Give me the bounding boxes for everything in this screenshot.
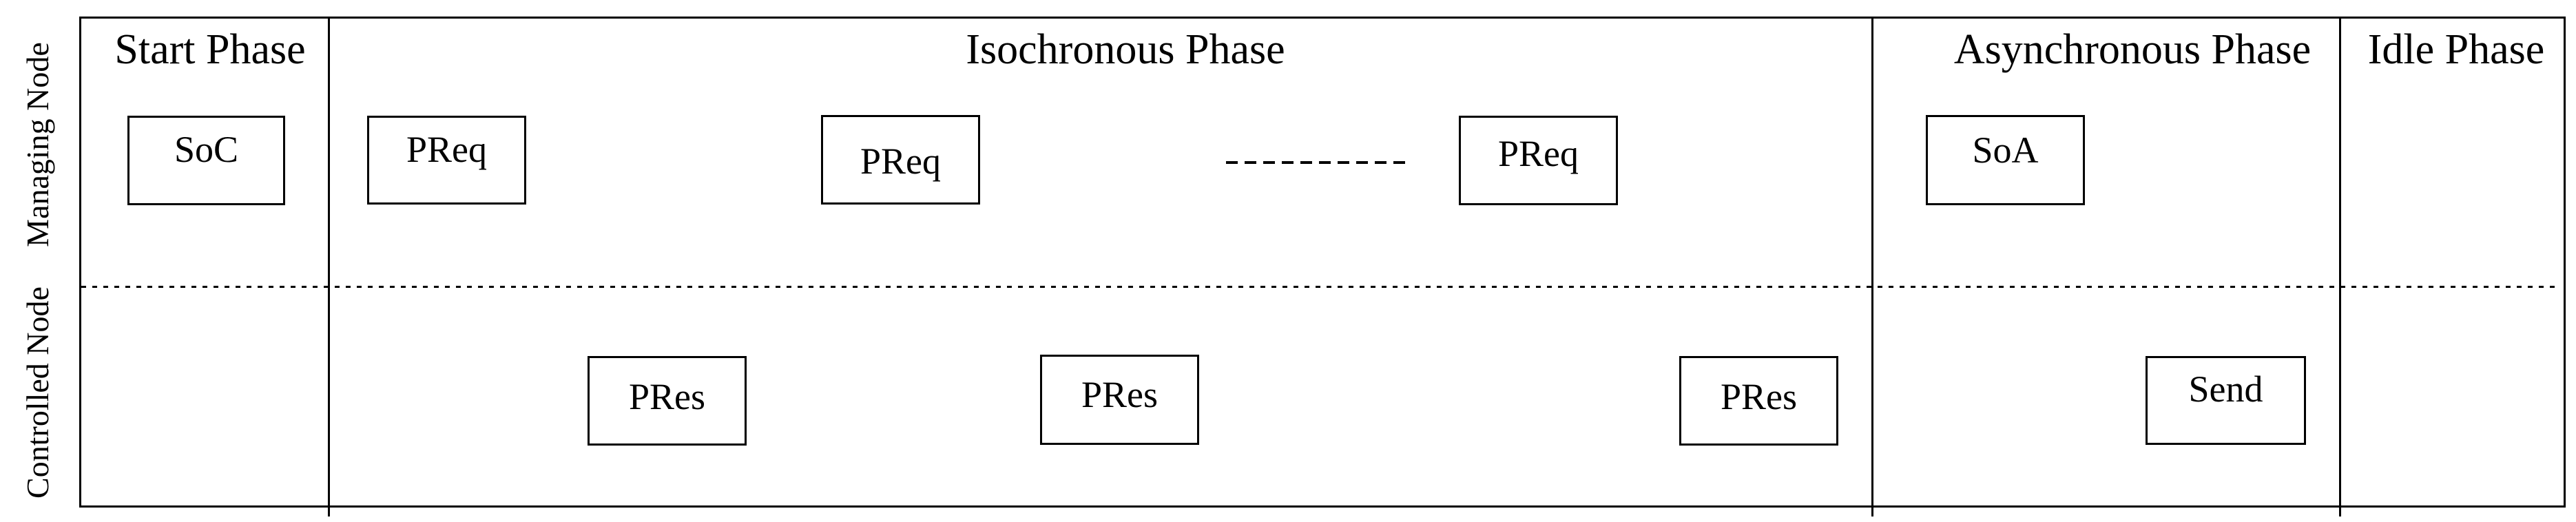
frame-preq-2: PReq bbox=[821, 115, 980, 205]
frame-pres-3: PRes bbox=[1679, 356, 1838, 446]
frame-soa: SoA bbox=[1926, 115, 2085, 205]
phase-divider-asynchronous-idle bbox=[2339, 17, 2341, 516]
frame-pres-1: PRes bbox=[588, 356, 747, 446]
row-label-managing-node: Managing Node bbox=[20, 42, 55, 247]
frame-soc-label: SoC bbox=[174, 129, 239, 170]
frame-preq-1-label: PReq bbox=[406, 128, 488, 170]
frame-pres-2: PRes bbox=[1040, 355, 1199, 445]
frame-preq-1: PReq bbox=[367, 116, 526, 205]
frame-send: Send bbox=[2146, 356, 2306, 445]
node-separator-line bbox=[81, 286, 2557, 288]
frame-soa-label: SoA bbox=[1972, 129, 2039, 171]
phase-label-isochronous: Isochronous Phase bbox=[966, 26, 1285, 73]
frame-pres-1-label: PRes bbox=[628, 376, 706, 417]
frame-preq-3: PReq bbox=[1459, 116, 1618, 205]
frame-soc: SoC bbox=[127, 116, 285, 205]
frame-preq-2-label: PReq bbox=[860, 140, 942, 182]
frame-send-label: Send bbox=[2188, 368, 2263, 410]
repetition-ellipsis-dashes bbox=[1226, 161, 1405, 164]
diagram-border bbox=[79, 17, 2566, 508]
frame-preq-3-label: PReq bbox=[1497, 133, 1579, 174]
frame-pres-2-label: PRes bbox=[1081, 373, 1159, 415]
phase-divider-isochronous-asynchronous bbox=[1871, 17, 1873, 516]
phase-label-start: Start Phase bbox=[114, 26, 306, 73]
frame-pres-3-label: PRes bbox=[1720, 376, 1798, 417]
phase-label-asynchronous: Asynchronous Phase bbox=[1953, 26, 2312, 73]
phase-label-idle: Idle Phase bbox=[2367, 26, 2545, 73]
row-label-controlled-node: Controlled Node bbox=[20, 286, 55, 499]
phase-divider-start-isochronous bbox=[328, 17, 330, 516]
